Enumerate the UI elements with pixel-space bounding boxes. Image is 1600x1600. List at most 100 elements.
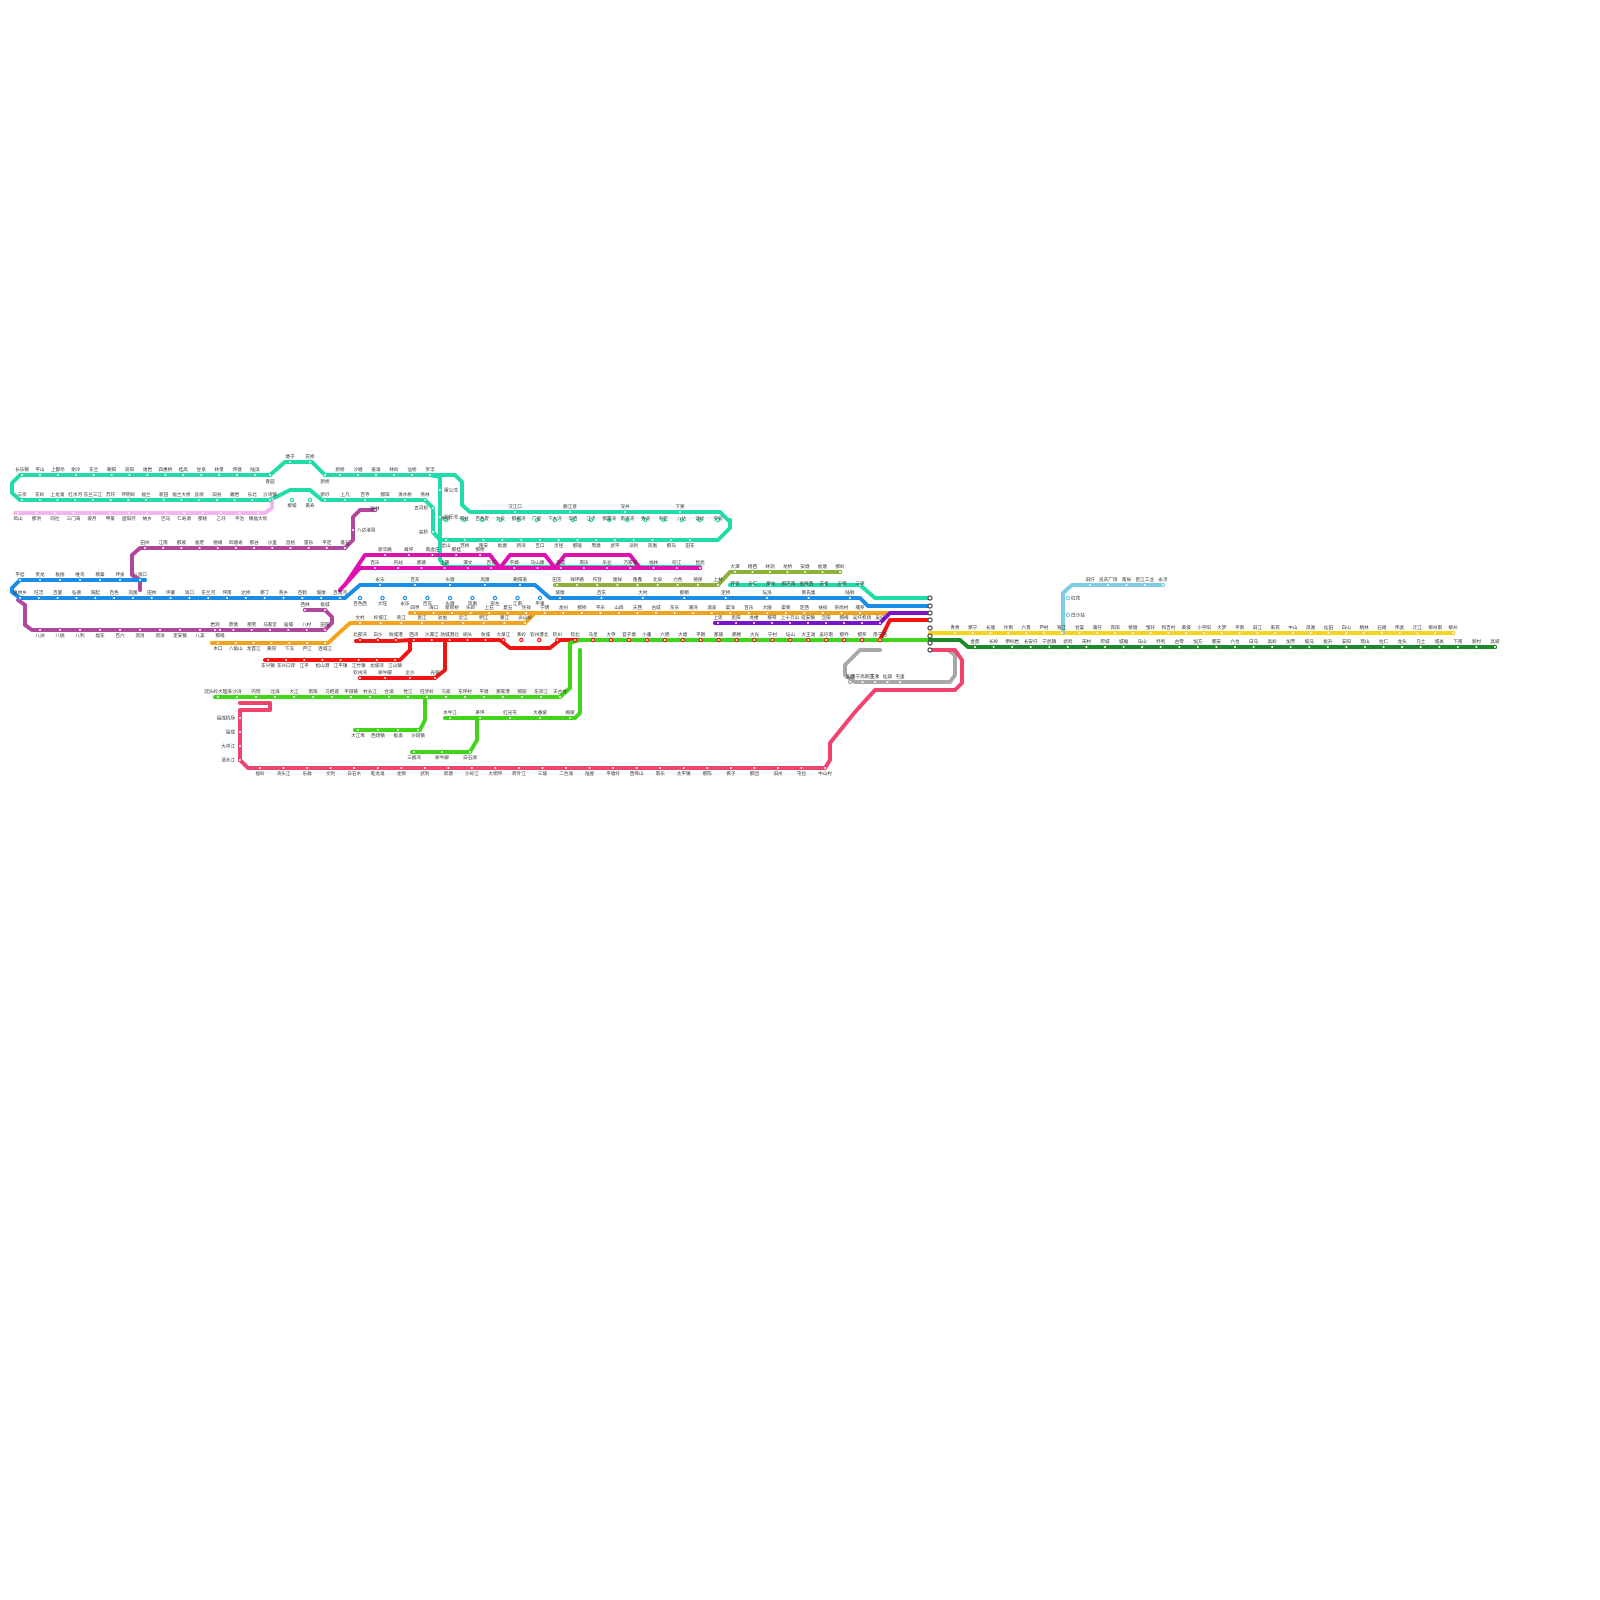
station-marker[interactable]	[802, 569, 808, 575]
station-marker[interactable]	[73, 472, 78, 478]
station-marker[interactable]	[595, 582, 600, 588]
station-marker[interactable]	[481, 694, 487, 700]
station-marker[interactable]	[1344, 644, 1349, 650]
station-marker[interactable]	[687, 537, 693, 543]
station-marker[interactable]	[558, 565, 563, 571]
station-marker[interactable]	[537, 537, 543, 543]
station-marker[interactable]	[579, 610, 585, 616]
station-marker[interactable]	[1201, 630, 1207, 636]
station-marker[interactable]	[460, 620, 466, 626]
station-marker[interactable]	[970, 630, 975, 636]
station-marker[interactable]	[522, 620, 528, 626]
station-marker[interactable]	[462, 537, 467, 543]
station-marker[interactable]	[324, 545, 330, 551]
station-marker[interactable]	[500, 537, 505, 543]
station-marker[interactable]	[57, 627, 63, 633]
station-marker[interactable]	[412, 610, 418, 616]
station-marker[interactable]	[212, 627, 218, 633]
station-marker[interactable]	[243, 595, 249, 601]
station-marker[interactable]	[355, 472, 361, 478]
station-marker[interactable]	[885, 679, 890, 685]
station-marker[interactable]	[374, 657, 380, 663]
station-marker[interactable]	[857, 610, 863, 616]
station-marker[interactable]	[108, 510, 113, 516]
station-marker[interactable]	[443, 537, 449, 543]
station-marker[interactable]	[567, 715, 573, 721]
station-marker[interactable]	[117, 577, 123, 583]
station-marker[interactable]	[518, 537, 524, 543]
station-marker[interactable]	[412, 582, 418, 588]
station-marker[interactable]	[251, 545, 257, 551]
station-marker[interactable]	[806, 637, 811, 643]
station-marker[interactable]	[36, 595, 42, 601]
station-marker[interactable]	[126, 510, 131, 516]
station-marker[interactable]	[769, 620, 775, 626]
station-marker[interactable]	[746, 610, 751, 616]
station-marker[interactable]	[117, 627, 123, 633]
station-marker[interactable]	[429, 637, 434, 643]
station-marker[interactable]	[1433, 630, 1438, 636]
station-marker[interactable]	[1379, 630, 1385, 636]
station-marker[interactable]	[142, 545, 148, 551]
station-marker[interactable]	[289, 497, 295, 503]
station-marker[interactable]	[752, 637, 757, 643]
station-marker[interactable]	[488, 565, 494, 571]
station-marker[interactable]	[250, 497, 255, 503]
station-marker[interactable]	[145, 510, 150, 516]
station-marker[interactable]	[439, 749, 445, 755]
station-marker[interactable]	[253, 694, 259, 700]
station-marker[interactable]	[393, 637, 399, 643]
station-marker[interactable]	[733, 620, 739, 626]
station-marker[interactable]	[348, 694, 354, 700]
station-marker[interactable]	[1308, 630, 1313, 636]
station-marker[interactable]	[847, 679, 853, 685]
station-marker[interactable]	[655, 582, 660, 588]
station-marker[interactable]	[1474, 644, 1479, 650]
station-marker[interactable]	[770, 637, 775, 643]
station-marker[interactable]	[552, 517, 558, 523]
station-marker[interactable]	[563, 765, 569, 771]
station-marker[interactable]	[405, 694, 411, 700]
station-marker[interactable]	[430, 552, 435, 558]
station-marker[interactable]	[674, 565, 679, 571]
station-marker[interactable]	[1023, 630, 1029, 636]
station-marker[interactable]	[1102, 644, 1108, 650]
station-marker[interactable]	[698, 637, 703, 643]
station-marker[interactable]	[612, 537, 618, 543]
station-marker[interactable]	[1455, 644, 1461, 650]
station-marker[interactable]	[498, 517, 503, 523]
station-marker[interactable]	[37, 472, 43, 478]
station-marker[interactable]	[607, 517, 612, 523]
station-marker[interactable]	[77, 627, 83, 633]
station-marker[interactable]	[214, 497, 220, 503]
station-marker[interactable]	[108, 497, 113, 503]
station-marker[interactable]	[1232, 644, 1238, 650]
station-marker[interactable]	[306, 545, 311, 551]
station-marker[interactable]	[17, 577, 23, 583]
station-marker[interactable]	[1077, 630, 1082, 636]
station-marker[interactable]	[732, 569, 738, 575]
station-marker[interactable]	[669, 537, 674, 543]
station-marker[interactable]	[126, 497, 131, 503]
station-marker[interactable]	[872, 679, 878, 685]
station-marker[interactable]	[419, 565, 424, 571]
station-marker[interactable]	[991, 644, 996, 650]
station-marker[interactable]	[501, 637, 506, 643]
station-marker[interactable]	[653, 610, 659, 616]
station-marker[interactable]	[575, 537, 580, 543]
station-marker[interactable]	[272, 694, 278, 700]
station-marker[interactable]	[897, 679, 903, 685]
station-marker[interactable]	[715, 517, 721, 523]
station-marker[interactable]	[255, 510, 261, 516]
station-marker[interactable]	[988, 630, 993, 636]
station-marker[interactable]	[1148, 630, 1153, 636]
station-marker[interactable]	[1237, 630, 1242, 636]
station-marker[interactable]	[320, 657, 325, 663]
station-marker[interactable]	[179, 545, 184, 551]
station-marker[interactable]	[483, 637, 488, 643]
station-marker[interactable]	[218, 510, 224, 516]
station-marker[interactable]	[519, 637, 524, 643]
station-marker[interactable]	[380, 595, 385, 601]
station-marker[interactable]	[281, 765, 286, 771]
station-marker[interactable]	[267, 472, 273, 478]
